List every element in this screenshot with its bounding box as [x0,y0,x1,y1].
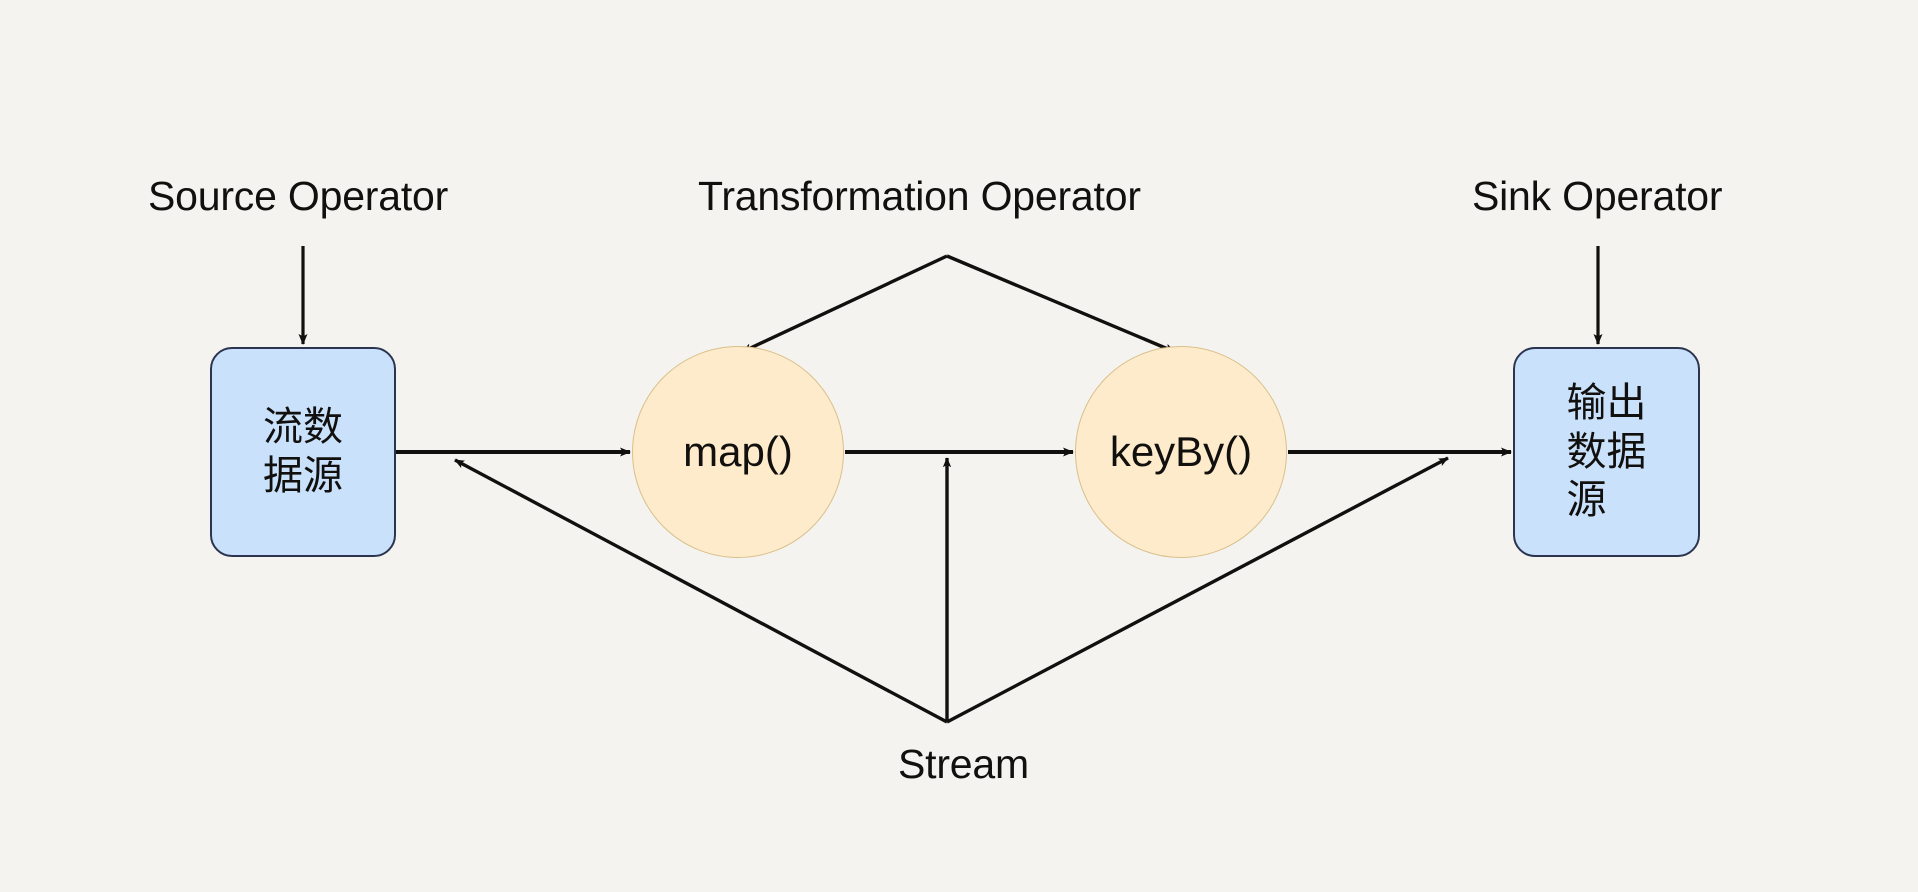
node-source-datasource[interactable]: 流数 据源 [210,347,396,557]
node-sink-datasource-label: 输出 数据 源 [1566,380,1647,523]
label-transformation-operator: Transformation Operator [698,173,1141,219]
label-source-operator: Source Operator [148,173,449,219]
node-map-operator-label: map() [683,428,793,475]
arrow-stream-to-source-map-edge [454,458,948,724]
node-map-operator[interactable]: map() [632,346,844,558]
arrow-stream-to-keyby-sink-edge [946,456,1449,724]
node-keyby-operator[interactable]: keyBy() [1075,346,1287,558]
node-source-datasource-label: 流数 据源 [263,405,343,498]
label-stream: Stream [898,741,1029,787]
node-keyby-operator-label: keyBy() [1109,428,1253,475]
arrow-transform-label-to-keyby [946,254,1176,354]
node-sink-datasource[interactable]: 输出 数据 源 [1513,347,1700,557]
arrow-transform-label-to-map [741,254,948,354]
label-sink-operator: Sink Operator [1472,173,1723,219]
